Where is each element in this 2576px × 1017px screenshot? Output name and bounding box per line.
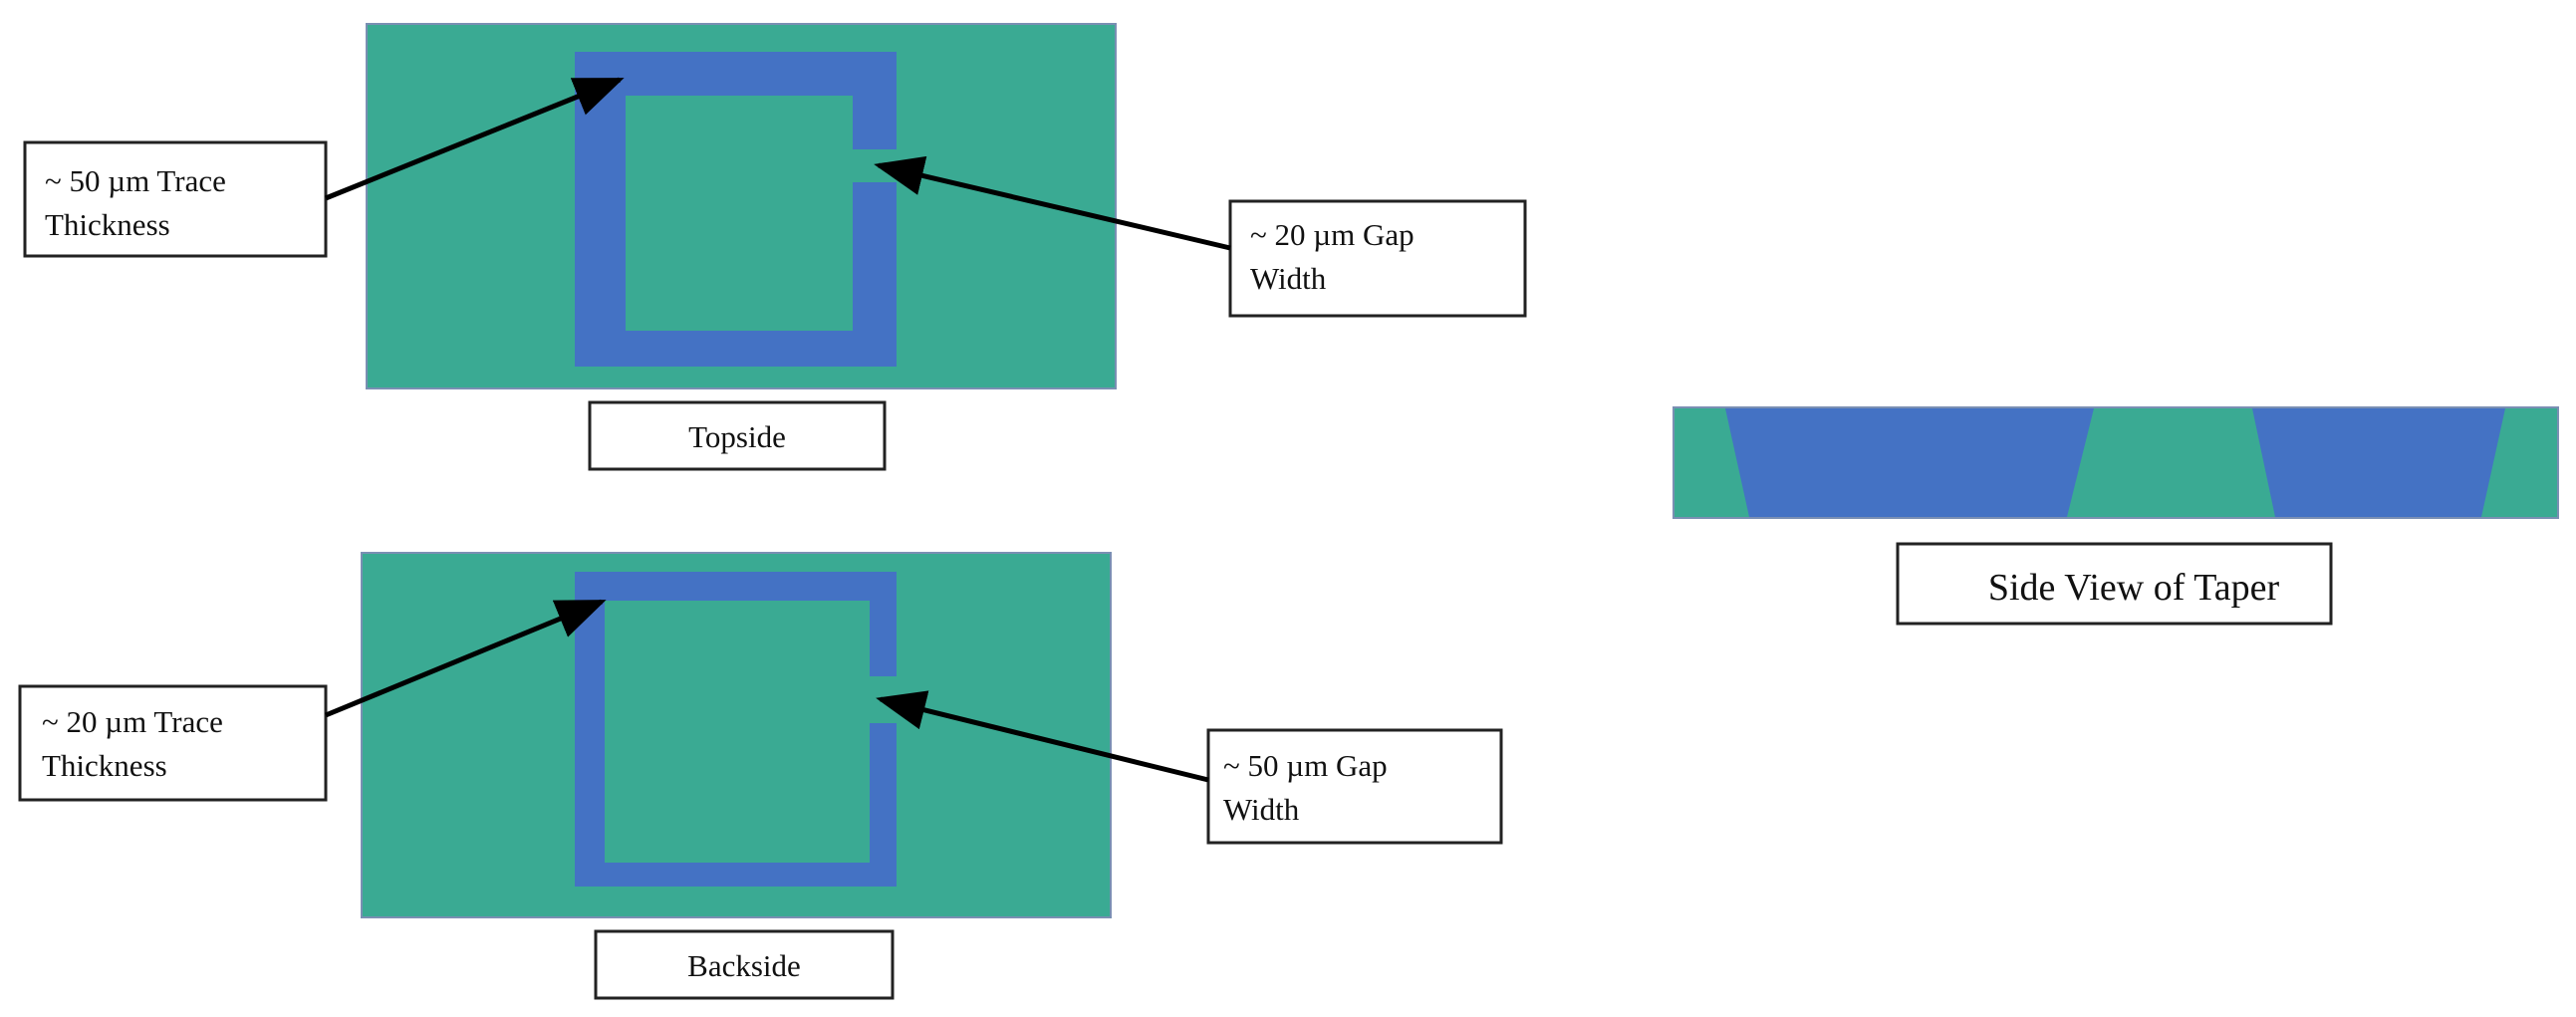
topside-gap-callout-line2: Width	[1250, 261, 1327, 296]
backside-label: Backside	[687, 948, 801, 983]
topside-trace-callout-line2: Thickness	[45, 207, 170, 242]
backside-gap-arrow	[876, 690, 1209, 783]
topside-ring-interior	[626, 96, 853, 331]
side-view-label: Side View of Taper	[1988, 567, 2280, 609]
topside-label: Topside	[688, 419, 786, 454]
topside-trace-arrow	[325, 77, 625, 201]
backside-gap-callout-line2: Width	[1223, 792, 1300, 827]
topside-gap-arrow	[874, 155, 1231, 251]
backside-gap-callout-box	[1206, 728, 1503, 845]
side-view-taper-left	[1725, 408, 2094, 517]
topside-label-box	[588, 400, 887, 471]
backside-label-box	[594, 929, 895, 1000]
backside-trace-callout-line2: Thickness	[42, 748, 167, 783]
side-view-figure: Side View of Taper	[1673, 406, 2559, 626]
backside-figure: Backside ~ 20 µm Trace Thickness ~ 50 µm…	[18, 552, 1503, 1000]
side-view-taper-right	[2252, 408, 2505, 517]
backside-trace-arrow	[325, 599, 607, 718]
backside-trace-callout-box	[18, 684, 328, 802]
topside-trace-callout-box	[23, 140, 328, 258]
backside-gap-callout-line1: ~ 50 µm Gap	[1223, 748, 1388, 783]
side-view-label-box	[1896, 542, 2333, 626]
topside-trace-callout-line1: ~ 50 µm Trace	[45, 163, 226, 198]
topside-gap-callout-line1: ~ 20 µm Gap	[1250, 217, 1415, 252]
topside-gap-callout-box	[1228, 199, 1527, 318]
backside-trace-callout-line1: ~ 20 µm Trace	[42, 704, 223, 739]
topside-figure: Topside ~ 50 µm Trace Thickness ~ 20 µm …	[23, 23, 1527, 471]
backside-ring-interior	[605, 601, 870, 863]
